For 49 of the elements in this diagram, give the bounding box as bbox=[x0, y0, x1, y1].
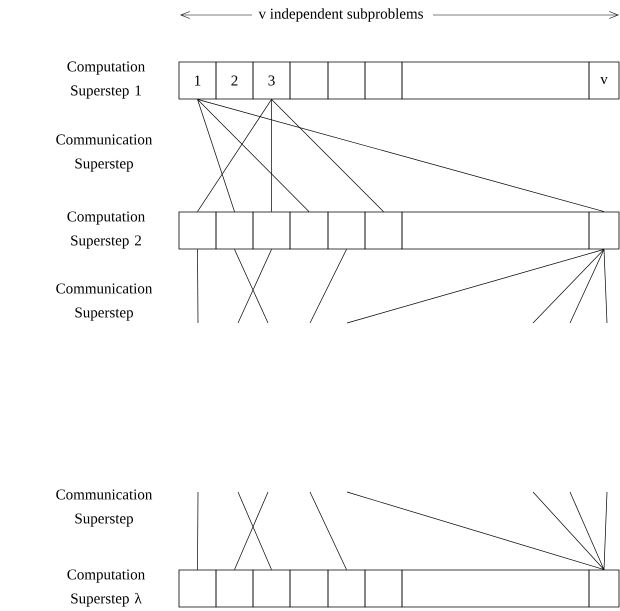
subproblem-cell bbox=[290, 570, 328, 608]
connector-line bbox=[197, 249, 198, 324]
connector-line bbox=[570, 492, 604, 570]
heading: v independent subproblems bbox=[258, 8, 423, 22]
connector-line bbox=[604, 492, 608, 570]
subproblem-cell bbox=[290, 62, 328, 100]
numbered-cell: 2 bbox=[216, 62, 254, 100]
connector-line bbox=[532, 249, 604, 324]
connector-line bbox=[310, 492, 347, 570]
connector-line bbox=[197, 99, 272, 212]
subproblem-cell bbox=[216, 570, 254, 608]
subproblem-cell bbox=[328, 62, 366, 100]
connector-line bbox=[570, 249, 604, 324]
row-label: Communication Superstep bbox=[56, 134, 152, 172]
subproblem-cell bbox=[216, 212, 254, 250]
subproblem-cell bbox=[364, 570, 402, 608]
connector-line bbox=[346, 249, 604, 324]
subproblem-cell bbox=[252, 212, 290, 250]
connector-line bbox=[604, 249, 608, 324]
subproblem-cell bbox=[364, 62, 402, 100]
connector-line bbox=[532, 492, 604, 570]
subproblem-cell bbox=[328, 570, 366, 608]
subproblem-cell bbox=[402, 62, 590, 100]
subproblem-cell bbox=[178, 570, 216, 608]
numbered-cell: 1 bbox=[178, 62, 216, 100]
subproblem-cell bbox=[402, 212, 590, 250]
connector-line bbox=[346, 492, 604, 570]
subproblem-cell bbox=[328, 212, 366, 250]
connector-line bbox=[271, 99, 384, 212]
subproblem-cell bbox=[402, 570, 590, 608]
subproblem-cell bbox=[252, 570, 290, 608]
subproblem-cell bbox=[178, 212, 216, 250]
row-label: Communication Superstep bbox=[56, 283, 152, 321]
subproblem-cell bbox=[290, 212, 328, 250]
connector-line bbox=[271, 99, 272, 212]
connector-line bbox=[310, 249, 347, 324]
subproblem-cell bbox=[364, 212, 402, 250]
row-label: Computation Superstep 2 bbox=[67, 211, 145, 249]
row-label: Computation Superstep λ bbox=[67, 569, 145, 607]
connector-line bbox=[197, 99, 310, 212]
numbered-cell: v bbox=[588, 62, 620, 100]
subproblem-cell bbox=[588, 570, 620, 608]
connector-line bbox=[197, 492, 198, 570]
numbered-cell: 3 bbox=[252, 62, 290, 100]
connector-line bbox=[197, 99, 235, 212]
subproblem-cell bbox=[588, 212, 620, 250]
connector-line bbox=[197, 99, 604, 212]
row-label: Communication Superstep bbox=[56, 489, 152, 527]
row-label: Computation Superstep 1 bbox=[67, 61, 145, 99]
